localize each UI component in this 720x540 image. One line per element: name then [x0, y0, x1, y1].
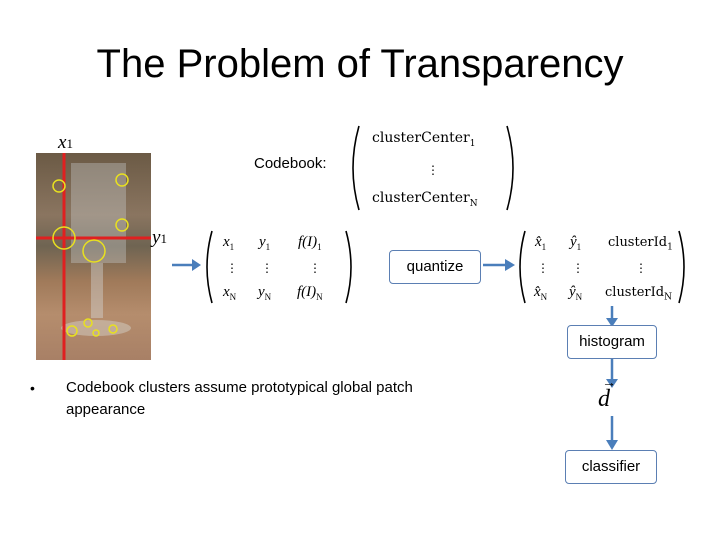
- feature-yn-sub: N: [264, 292, 272, 302]
- feature-f1-text: f(I): [298, 234, 318, 250]
- codebook-row-n-sub: N: [469, 198, 478, 209]
- quantized-x1-sub: 1: [541, 242, 547, 252]
- feature-xn-sub: N: [229, 292, 237, 302]
- feature-y1-text: y: [259, 234, 266, 250]
- codebook-row-1-text: clusterCenter: [372, 130, 470, 146]
- arrow-to-quantized: [483, 259, 515, 271]
- quantized-yn-text: ŷ: [569, 284, 576, 300]
- quantized-yn-sub: N: [575, 292, 583, 302]
- feature-xn-text: x: [223, 284, 230, 300]
- quantized-cluster1-sub: 1: [667, 242, 673, 253]
- quantized-yn: ŷN: [569, 284, 582, 302]
- y-axis-label: y1: [152, 227, 167, 249]
- bullet-marker: •: [30, 380, 35, 396]
- codebook-row-n: clusterCenterN: [372, 190, 478, 209]
- feature-y1: y1: [259, 234, 270, 252]
- quantized-matrix-brackets: ⋮ ⋮ ⋮: [519, 230, 685, 304]
- feature-yn: yN: [258, 284, 271, 302]
- feature-f1: f(I)1: [298, 234, 322, 252]
- glass-stem: [91, 263, 103, 318]
- svg-text:⋮: ⋮: [226, 261, 238, 275]
- transparent-glass-photo: [36, 153, 151, 360]
- arrow-to-histogram: [606, 306, 618, 327]
- feature-f1-sub: 1: [317, 242, 322, 252]
- codebook-matrix-brackets: ⋮: [352, 125, 514, 211]
- quantized-y1: ŷ1: [570, 234, 581, 252]
- svg-text:⋮: ⋮: [537, 261, 549, 275]
- arrow-to-classifier: [606, 416, 618, 450]
- feature-fn-sub: N: [316, 292, 323, 302]
- quantized-y1-sub: 1: [576, 242, 582, 252]
- feature-fn: f(I)N: [297, 284, 323, 302]
- quantized-clustern: clusterIdN: [605, 285, 672, 303]
- feature-xn: xN: [223, 284, 236, 302]
- feature-yn-text: y: [258, 284, 265, 300]
- quantized-xn: x̂N: [534, 284, 547, 302]
- feature-x1-text: x: [223, 234, 230, 250]
- quantized-y1-text: ŷ: [570, 234, 577, 250]
- vector-arrow-icon: →: [602, 376, 616, 391]
- quantized-xn-sub: N: [540, 292, 548, 302]
- y-label-sub: 1: [160, 231, 167, 246]
- quantized-xn-text: x̂: [534, 284, 541, 300]
- feature-fn-text: f(I): [297, 284, 317, 300]
- x-label-sub: 1: [66, 136, 73, 151]
- quantized-x1: x̂1: [535, 234, 546, 252]
- feature-x1-sub: 1: [229, 242, 235, 252]
- feature-x1: x1: [223, 234, 234, 252]
- svg-text:⋮: ⋮: [572, 261, 584, 275]
- descriptor-vector-text: d: [598, 386, 610, 412]
- glass-base: [61, 320, 131, 336]
- feature-matrix-brackets: ⋮ ⋮ ⋮: [206, 230, 352, 304]
- svg-text:⋮: ⋮: [309, 261, 321, 275]
- slide-title: The Problem of Transparency: [96, 42, 624, 86]
- x-axis-label: x1: [58, 132, 73, 154]
- glass-bowl: [71, 163, 126, 263]
- quantized-clustern-text: clusterId: [605, 285, 665, 300]
- svg-text:⋮: ⋮: [427, 163, 439, 177]
- quantized-clustern-sub: N: [664, 292, 672, 303]
- quantized-cluster1-text: clusterId: [608, 235, 668, 250]
- y-label-text: y: [152, 227, 161, 248]
- svg-text:⋮: ⋮: [635, 261, 647, 275]
- keypoint-markers: [52, 173, 129, 337]
- quantized-cluster1: clusterId1: [608, 235, 673, 253]
- photo-overlay: [36, 153, 151, 360]
- histogram-box: histogram: [567, 325, 657, 359]
- codebook-row-n-text: clusterCenter: [372, 190, 470, 206]
- x-label-text: x: [58, 132, 67, 153]
- codebook-row-1: clusterCenter1: [372, 130, 475, 149]
- svg-text:⋮: ⋮: [261, 261, 273, 275]
- bullet-text: Codebook clusters assume prototypical gl…: [66, 379, 413, 418]
- classifier-box: classifier: [565, 450, 657, 484]
- descriptor-vector: → d: [598, 376, 616, 413]
- quantize-box: quantize: [389, 250, 481, 284]
- codebook-row-1-sub: 1: [469, 138, 476, 149]
- feature-y1-sub: 1: [265, 242, 271, 252]
- arrow-to-descriptor: [606, 359, 618, 388]
- quantized-x1-text: x̂: [535, 234, 542, 250]
- arrow-to-features: [172, 259, 201, 271]
- codebook-label: Codebook:: [254, 155, 327, 172]
